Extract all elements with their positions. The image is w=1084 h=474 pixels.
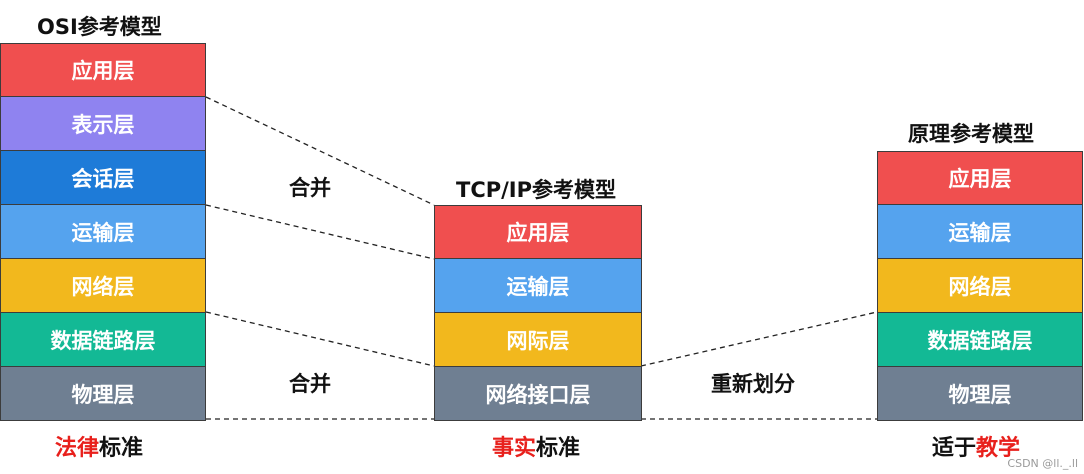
osi-session-layer: 会话层 [0,151,206,205]
osi-presentation-layer: 表示层 [0,97,206,151]
osi-title: OSI参考模型 [37,15,162,39]
tcpip-network-interface-layer: 网络接口层 [434,367,642,421]
osi-transport-top-connector [205,204,435,260]
osi-network-layer: 网络层 [0,259,206,313]
osi-physical-layer: 物理层 [0,367,206,421]
watermark: CSDN @ll._.ll [1007,457,1078,470]
principle-datalink-layer: 数据链路层 [877,313,1083,367]
tcpip-footer-text: 标准 [536,436,581,461]
principle-footer-emphasis: 教学 [976,436,1021,461]
tcpip-title: TCP/IP参考模型 [456,178,617,202]
principle-stack: 应用层 运输层 网络层 数据链路层 物理层 [877,151,1083,421]
principle-datalink-connector [640,311,878,367]
osi-stack: 应用层 表示层 会话层 运输层 网络层 数据链路层 物理层 [0,43,206,421]
osi-footer-text: 标准 [99,436,144,461]
tcpip-application-layer: 应用层 [434,205,642,259]
principle-transport-layer: 运输层 [877,205,1083,259]
merge-label-top: 合并 [289,176,331,200]
principle-application-layer: 应用层 [877,151,1083,205]
tcpip-stack: 应用层 运输层 网际层 网络接口层 [434,205,642,421]
osi-application-layer: 应用层 [0,43,206,97]
tcpip-footer-emphasis: 事实 [492,436,537,461]
tcpip-transport-layer: 运输层 [434,259,642,313]
redivide-label: 重新划分 [711,372,795,396]
osi-datalink-layer: 数据链路层 [0,313,206,367]
principle-footer: 适于教学 [932,430,1020,462]
osi-footer: 法律标准 [55,430,143,462]
principle-title: 原理参考模型 [908,122,1034,146]
tcpip-internet-layer: 网际层 [434,313,642,367]
principle-physical-layer: 物理层 [877,367,1083,421]
osi-app-top-connector [205,96,435,206]
merge-label-bottom: 合并 [289,372,331,396]
principle-footer-text: 适于 [932,436,977,461]
osi-footer-emphasis: 法律 [55,436,100,461]
osi-datalink-top-connector [205,311,435,367]
tcpip-footer: 事实标准 [492,430,580,462]
osi-transport-layer: 运输层 [0,205,206,259]
principle-network-layer: 网络层 [877,259,1083,313]
